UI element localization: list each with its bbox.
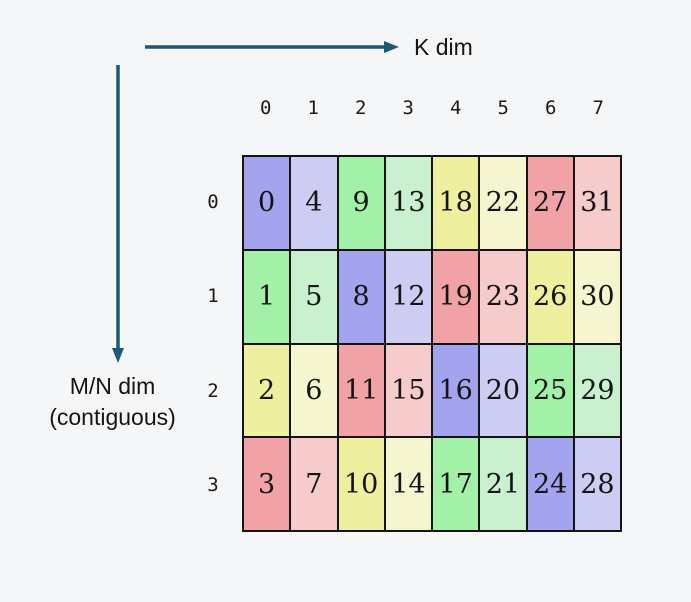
matrix-cell: 24 bbox=[526, 437, 574, 531]
matrix-cell: 6 bbox=[290, 343, 338, 438]
matrix-cell: 13 bbox=[384, 156, 432, 250]
matrix-cell: 30 bbox=[573, 249, 621, 344]
matrix-cell: 18 bbox=[432, 156, 480, 250]
matrix-cell: 19 bbox=[432, 249, 480, 344]
matrix-grid: 0 4 9 13 18 22 27 31 1 5 8 12 19 23 26 3… bbox=[242, 155, 622, 532]
mn-dim-label-line2: (contiguous) bbox=[49, 404, 176, 430]
row-header-3: 3 bbox=[207, 473, 219, 496]
matrix-cell: 25 bbox=[526, 343, 574, 438]
matrix-cell: 17 bbox=[432, 437, 480, 531]
column-headers: 0 1 2 3 4 5 6 7 bbox=[242, 97, 622, 119]
column-header-7: 7 bbox=[592, 97, 604, 119]
row-header-0: 0 bbox=[207, 191, 219, 214]
row-headers: 0 1 2 3 bbox=[197, 155, 229, 532]
matrix-cell: 26 bbox=[526, 249, 574, 344]
mn-dim-label: M/N dim (contiguous) bbox=[15, 371, 210, 433]
mn-dim-arrow-icon bbox=[112, 65, 124, 363]
matrix-cell: 11 bbox=[337, 343, 385, 438]
matrix-cell: 12 bbox=[384, 249, 432, 344]
column-header-4: 4 bbox=[450, 97, 462, 119]
matrix-cell: 16 bbox=[432, 343, 480, 438]
matrix-cell: 8 bbox=[337, 249, 385, 344]
column-header-1: 1 bbox=[307, 97, 319, 119]
matrix-cell: 7 bbox=[290, 437, 338, 531]
column-header-5: 5 bbox=[497, 97, 509, 119]
matrix-cell: 14 bbox=[384, 437, 432, 531]
matrix-cell: 2 bbox=[243, 343, 291, 438]
k-dim-arrow-icon bbox=[145, 41, 399, 53]
matrix-cell: 23 bbox=[479, 249, 527, 344]
matrix-cell: 31 bbox=[573, 156, 621, 250]
k-dim-label: K dim bbox=[414, 34, 473, 60]
column-header-0: 0 bbox=[260, 97, 272, 119]
matrix-cell: 20 bbox=[479, 343, 527, 438]
matrix-cell: 29 bbox=[573, 343, 621, 438]
matrix-cell: 27 bbox=[526, 156, 574, 250]
matrix-cell: 5 bbox=[290, 249, 338, 344]
row-header-1: 1 bbox=[207, 285, 219, 308]
column-header-3: 3 bbox=[402, 97, 414, 119]
matrix-cell: 15 bbox=[384, 343, 432, 438]
column-header-2: 2 bbox=[355, 97, 367, 119]
matrix-cell: 9 bbox=[337, 156, 385, 250]
matrix-cell: 28 bbox=[573, 437, 621, 531]
row-header-2: 2 bbox=[207, 379, 219, 402]
matrix-cell: 0 bbox=[243, 156, 291, 250]
matrix-cell: 3 bbox=[243, 437, 291, 531]
matrix-cell: 21 bbox=[479, 437, 527, 531]
matrix-cell: 22 bbox=[479, 156, 527, 250]
mn-dim-label-line1: M/N dim bbox=[69, 373, 156, 399]
matrix-cell: 1 bbox=[243, 249, 291, 344]
matrix-cell: 10 bbox=[337, 437, 385, 531]
matrix-cell: 4 bbox=[290, 156, 338, 250]
column-header-6: 6 bbox=[545, 97, 557, 119]
